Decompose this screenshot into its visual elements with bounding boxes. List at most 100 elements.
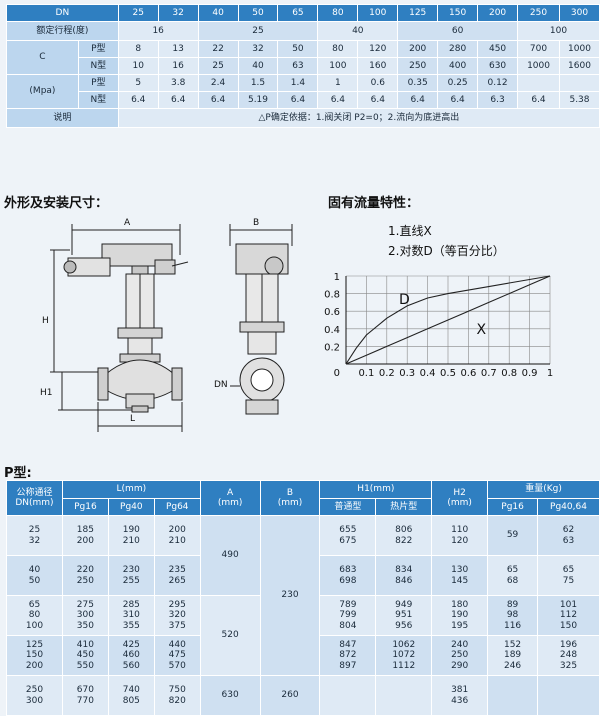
dim-label-a: A — [124, 218, 131, 228]
series-line-x — [345, 275, 551, 365]
stroke-value: 25 — [197, 21, 319, 41]
c-n-value: 630 — [477, 57, 519, 75]
header-b: B (mm) — [259, 480, 321, 516]
header-pg64: Pg64 — [153, 498, 201, 516]
mpa-n-value: 6.4 — [197, 91, 239, 109]
mpa-n-value: 5.19 — [237, 91, 279, 109]
table-row: 250 300 670 770 740 805 750 820 630 260 … — [6, 675, 600, 716]
header-normal: 普通型 — [319, 498, 377, 516]
p-type-label: P型 — [77, 74, 119, 92]
c-n-value: 250 — [397, 57, 439, 75]
dn-value: 40 — [197, 4, 239, 22]
x-tick-label: 0.5 — [440, 368, 456, 379]
c-n-value: 10 — [117, 57, 159, 75]
mpa-n-value: 6.3 — [477, 91, 519, 109]
cell-heat: 1062 1072 1112 — [375, 635, 433, 676]
mpa-p-value: 3.8 — [157, 74, 199, 92]
cell-normal: 683 698 — [319, 555, 377, 596]
empty-cell — [558, 74, 600, 92]
cell-dn: 125 150 200 — [6, 635, 63, 676]
c-n-value: 1000 — [517, 57, 560, 75]
mpa-p-value: 1.5 — [237, 74, 279, 92]
c-n-value: 1600 — [558, 57, 600, 75]
x-tick-label: 0.8 — [501, 368, 517, 379]
cell-normal — [319, 675, 377, 716]
c-n-value: 40 — [237, 57, 279, 75]
mpa-p-value: 0.6 — [357, 74, 399, 92]
c-p-value: 32 — [237, 40, 279, 58]
empty-cell — [517, 74, 560, 92]
cell-pg40: 190 210 — [107, 515, 155, 556]
header-pg40: Pg40 — [107, 498, 155, 516]
cell-pg40: 285 310 355 — [107, 595, 155, 636]
n-type-label: N型 — [77, 91, 119, 109]
y-tick-label: 0.4 — [324, 325, 340, 336]
p-type-label: P型 — [77, 40, 119, 58]
cell-weight-pg4064 — [537, 675, 600, 716]
cell-normal: 847 872 897 — [319, 635, 377, 676]
c-p-value: 120 — [357, 40, 399, 58]
spec-c-n-row: N型 10 16 25 40 63 100 160 250 400 630 10… — [7, 57, 600, 75]
curve-label-d: D — [399, 292, 410, 308]
header-l: L(mm) — [61, 480, 201, 499]
cell-weight-pg16: 65 68 — [487, 555, 539, 596]
cell-b: 230 — [259, 515, 321, 676]
mpa-p-value: 1 — [317, 74, 359, 92]
dn-value: 200 — [477, 4, 519, 22]
c-n-value: 16 — [157, 57, 199, 75]
dim-label-b: B — [253, 218, 260, 228]
cell-pg16: 185 200 — [61, 515, 109, 556]
cell-pg64: 750 820 — [153, 675, 201, 716]
mpa-p-value: 0.25 — [437, 74, 479, 92]
legend-linear: 1.直线X — [388, 224, 432, 238]
c-p-value: 200 — [397, 40, 439, 58]
c-p-value: 280 — [437, 40, 479, 58]
c-p-value: 50 — [277, 40, 319, 58]
c-n-value: 400 — [437, 57, 479, 75]
cell-normal: 789 799 804 — [319, 595, 377, 636]
c-p-value: 80 — [317, 40, 359, 58]
spec-table: DN 25 32 40 50 65 80 100 125 150 200 250… — [6, 4, 600, 128]
cell-normal: 655 675 — [319, 515, 377, 556]
x-tick-label: 0.2 — [379, 368, 395, 379]
section-flow-title: 固有流量特性： — [328, 196, 420, 211]
table-row: 65 80 100 275 300 350 285 310 355 295 32… — [6, 595, 600, 676]
cell-pg16: 410 450 550 — [61, 635, 109, 676]
dims-header-row-1: 公称通径 DN(mm) L(mm) A (mm) B (mm) H1(mm) H… — [6, 480, 600, 516]
dn-value: 250 — [517, 4, 560, 22]
stroke-value: 100 — [517, 21, 600, 41]
x-tick-label: 0.6 — [460, 368, 476, 379]
cell-h2: 180 190 195 — [431, 595, 489, 636]
cell-heat — [375, 675, 433, 716]
stroke-label: 额定行程(度) — [6, 21, 119, 41]
c-n-value: 160 — [357, 57, 399, 75]
stroke-value: 60 — [397, 21, 519, 41]
cell-h2: 110 120 — [431, 515, 489, 556]
cell-weight-pg4064: 196 248 325 — [537, 635, 600, 676]
dn-value: 300 — [558, 4, 600, 22]
chart-axes — [345, 276, 550, 365]
cell-weight-pg16: 89 98 116 — [487, 595, 539, 636]
y-tick-label: 0.8 — [324, 290, 340, 301]
mpa-n-value: 6.4 — [317, 91, 359, 109]
dn-value: 50 — [237, 4, 279, 22]
cell-a: 630 — [199, 675, 261, 716]
dn-value: 80 — [317, 4, 359, 22]
dn-value: 125 — [397, 4, 439, 22]
header-a: A (mm) — [199, 480, 261, 516]
spec-mpa-n-row: N型 6.4 6.4 6.4 5.19 6.4 6.4 6.4 6.4 6.4 … — [7, 91, 600, 109]
x-tick-label: 0.7 — [481, 368, 497, 379]
c-p-value: 450 — [477, 40, 519, 58]
dn-value: 100 — [357, 4, 399, 22]
cell-h2: 130 145 — [431, 555, 489, 596]
x-tick-label: 0.4 — [420, 368, 436, 379]
mpa-label: (Mpa) — [6, 74, 79, 109]
x-tick-label: 0.9 — [522, 368, 538, 379]
dim-label-h1: H1 — [40, 388, 53, 398]
cell-pg64: 440 475 570 — [153, 635, 201, 676]
cell-pg40: 740 805 — [107, 675, 155, 716]
cell-heat: 949 951 956 — [375, 595, 433, 636]
mpa-p-value: 2.4 — [197, 74, 239, 92]
